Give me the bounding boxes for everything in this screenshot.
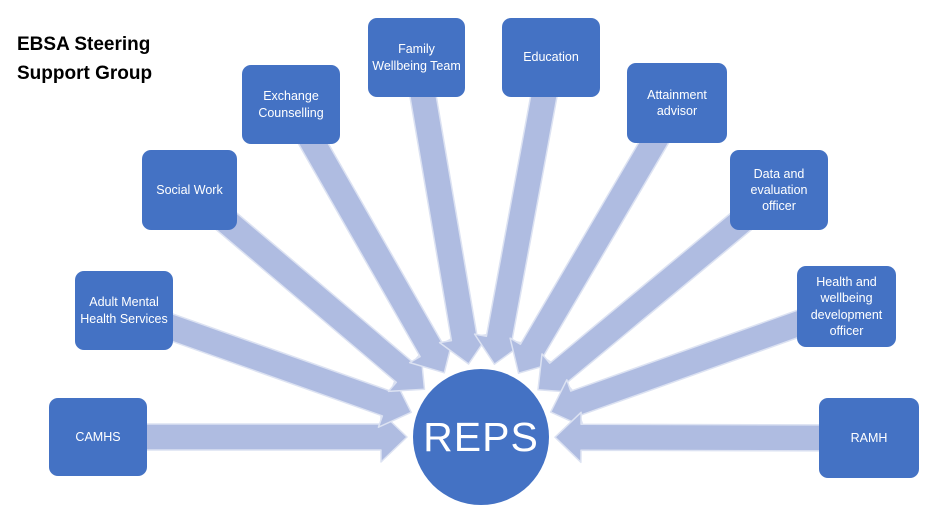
connector-arrow-education (473, 54, 565, 365)
center-node-reps: REPS (413, 369, 549, 505)
diagram-node-data-and-evaluation-officer: Data and evaluation officer (730, 150, 828, 230)
diagram-node-attainment-advisor: Attainment advisor (627, 63, 727, 143)
diagram-node-social-work: Social Work (142, 150, 237, 230)
diagram-node-label: Education (523, 50, 579, 65)
diagram-node-label: Adult Mental Health Services (80, 295, 168, 326)
diagram-node-exchange-counselling: Exchange Counselling (242, 65, 340, 144)
diagram-node-label: Social Work (156, 182, 223, 197)
diagram-node-label: Exchange Counselling (258, 89, 324, 120)
diagram-node-adult-mental-health-services: Adult Mental Health Services (75, 271, 173, 350)
center-node-label: REPS (423, 413, 539, 460)
diagram-node-label: Family Wellbeing Team (372, 42, 461, 73)
diagram-title: EBSA Steering Support Group (17, 34, 153, 85)
diagram-node-label: Health and wellbeing development officer (810, 275, 883, 338)
diagram-node-label: Attainment advisor (647, 87, 707, 118)
diagram-node-health-and-wellbeing-development-officer: Health and wellbeing development officer (797, 266, 896, 347)
diagram-node-education: Education (502, 18, 600, 97)
connector-arrow-family-wellbeing-team (402, 54, 490, 365)
diagram-node-label: CAMHS (75, 429, 121, 444)
diagram-node-label: RAMH (850, 430, 888, 445)
diagram-node-family-wellbeing-team: Family Wellbeing Team (368, 18, 465, 97)
diagram-node-label: Data and evaluation officer (750, 166, 808, 214)
connector-arrow-data-and-evaluation-officer (537, 179, 789, 394)
connector-arrow-attainment-advisor (509, 95, 689, 374)
diagram-node-ramh: RAMH (819, 398, 919, 478)
diagram-node-camhs: CAMHS (49, 398, 147, 476)
